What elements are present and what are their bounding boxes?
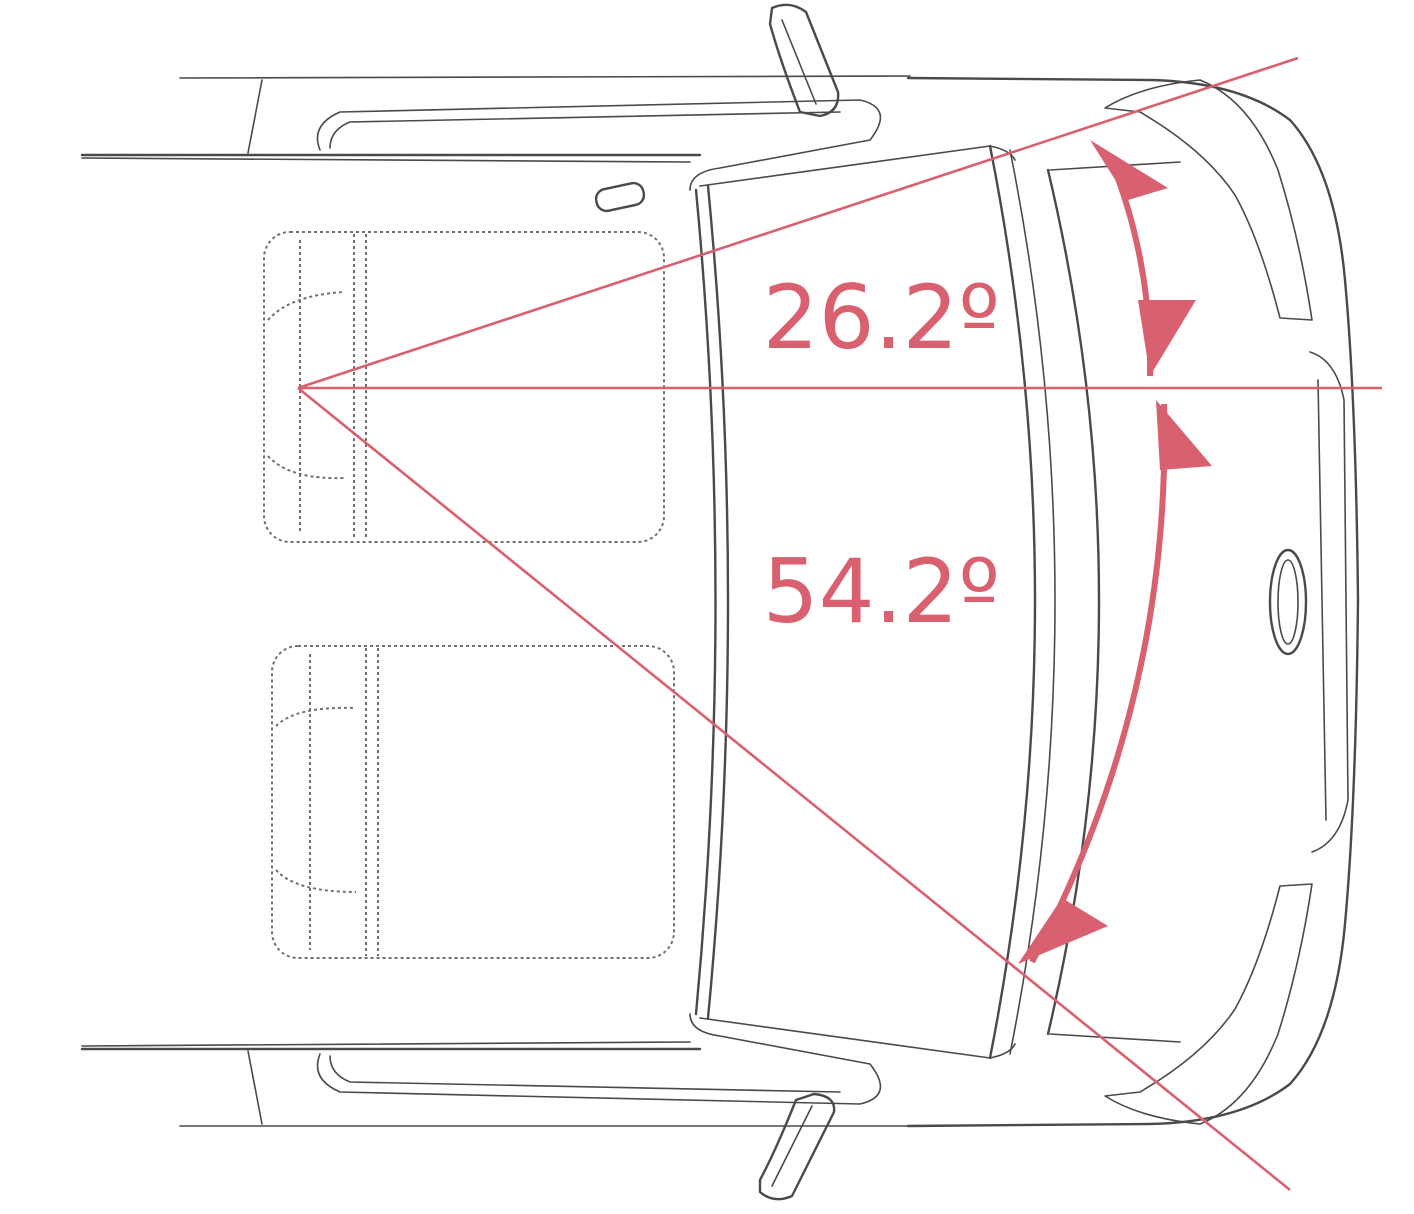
vehicle-body (80, 3, 1360, 1201)
windshield-rear-edge-2 (706, 184, 730, 1020)
upper-door-frame (316, 99, 882, 191)
lower-arc-arrow-top (1156, 400, 1212, 470)
seats (263, 231, 675, 959)
upper-arc-arrow-top (1090, 140, 1168, 200)
lower-sight-line (297, 386, 1291, 1192)
upper-rail-step (81, 157, 691, 163)
upper-fender (906, 76, 1360, 602)
lower-fender-inner (1104, 883, 1313, 1125)
upper-rear-post (247, 79, 263, 154)
windshield-bottom (699, 1017, 1016, 1059)
lower-door-frame-inner (329, 1055, 841, 1093)
door-handle (594, 181, 646, 213)
lower-mirror (758, 1092, 836, 1201)
upper-angle-label: 26.2º (763, 266, 1000, 369)
lower-fender (906, 598, 1360, 1128)
upper-arc-arrow-bottom (1138, 300, 1196, 376)
upper-fender-inner (1104, 79, 1313, 321)
view-lines (297, 56, 1382, 1192)
passenger-seat (271, 645, 675, 959)
windshield-rear-edge (694, 188, 717, 1016)
lower-rail-step (81, 1041, 691, 1047)
lower-mirror-inner (771, 1105, 813, 1187)
upper-mirror-inner (781, 19, 817, 105)
front-emblem-inner (1277, 559, 1299, 645)
lower-angle-label: 54.2º (763, 540, 1000, 643)
upper-mirror (768, 3, 840, 118)
lower-angle-arc (1029, 403, 1168, 964)
lower-rear-post (247, 1050, 263, 1125)
front-bumper (1309, 351, 1349, 853)
lower-door-frame (316, 1013, 882, 1105)
windshield-front-edge (988, 144, 1037, 1060)
front-bumper-inner (1317, 379, 1327, 821)
hood-bottom (1049, 1033, 1181, 1043)
front-emblem (1268, 548, 1308, 656)
cowl-line (1009, 149, 1056, 1055)
upper-door-frame-inner (329, 111, 841, 149)
upper-side-rail-inner (179, 75, 911, 79)
upper-sight-line (297, 56, 1299, 390)
lower-arc-arrow-bottom (1018, 898, 1108, 964)
